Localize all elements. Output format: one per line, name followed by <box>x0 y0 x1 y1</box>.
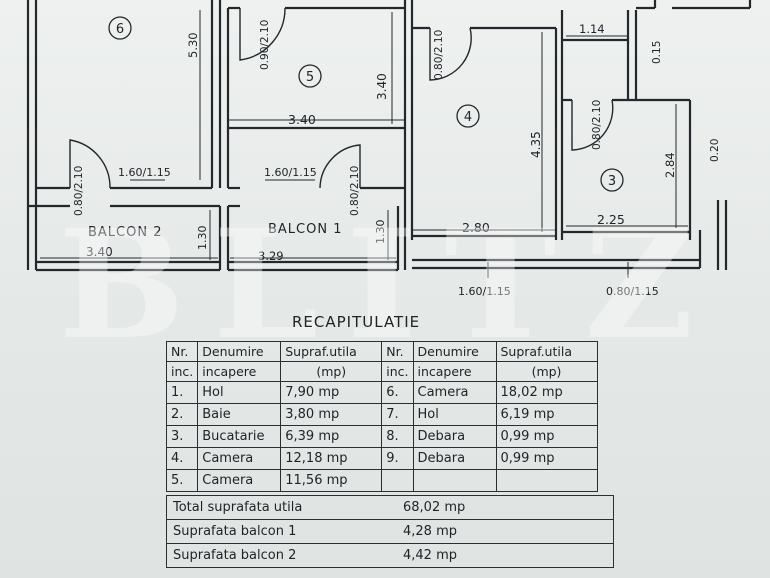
row-nr: 1. <box>165 381 199 404</box>
dim-2-84: 2.84 <box>663 152 677 178</box>
dim-0-15: 0.15 <box>651 41 663 64</box>
row-area: 12,18 mp <box>280 447 383 470</box>
row-area: 0,99 mp <box>495 425 598 448</box>
dim-2-25: 2.25 <box>597 212 625 227</box>
dimension-lines <box>40 10 688 278</box>
header-area-right: Supraf.utila <box>495 341 598 362</box>
row-name: Bucatarie <box>197 425 282 448</box>
row-name: Camera <box>197 469 282 492</box>
table-row: 5. Camera 11,56 mp <box>165 469 598 492</box>
header-inc-right: inc. <box>381 361 414 382</box>
floor-plan-drawing: 6 5 4 3 BALCON 2 BALCON 1 5.30 0.90/2.10… <box>26 0 752 298</box>
header-area: Supraf.utila <box>280 341 383 362</box>
dim-4-35: 4.35 <box>529 131 543 158</box>
header-name: Denumire <box>197 341 282 362</box>
dim-window-r5: 1.60/1.15 <box>264 166 317 179</box>
row-nr: 5. <box>165 469 199 492</box>
dim-2-80: 2.80 <box>462 220 490 235</box>
dim-door-balcon-2: 0.80/2.10 <box>73 166 85 216</box>
total-value: 68,02 mp <box>403 500 466 515</box>
row-area: 7,90 mp <box>280 381 383 404</box>
room-3-circle <box>600 168 624 192</box>
dim-1-30-balcon-1: 1.30 <box>374 220 387 245</box>
room-number-6: 6 <box>116 22 124 37</box>
row-area: 6,39 mp <box>280 425 383 448</box>
row-nr: 6. <box>381 381 414 404</box>
dim-window-r4: 1.60/1.15 <box>458 285 511 298</box>
room-number-4: 4 <box>464 110 472 125</box>
header-inc: inc. <box>165 361 199 382</box>
total-row: Suprafata balcon 1 4,28 mp <box>166 520 614 544</box>
row-nr: 4. <box>165 447 199 470</box>
header-nr: Nr. <box>165 341 199 362</box>
dim-door-r5: 0.90/2.10 <box>259 20 271 70</box>
total-row: Total suprafata utila 68,02 mp <box>166 495 614 520</box>
room-4-circle <box>456 104 480 128</box>
header-mp: (mp) <box>280 361 383 382</box>
header-incapere: incapere <box>197 361 282 382</box>
balcony-1-label: BALCON 1 <box>268 222 343 237</box>
dim-5-30: 5.30 <box>186 32 200 58</box>
room-6-circle <box>108 16 132 40</box>
table-row: 2. Baie 3,80 mp 7. Hol 6,19 mp <box>165 403 598 426</box>
table-header-row: Nr. Denumire Supraf.utila Nr. Denumire S… <box>165 341 598 362</box>
row-nr: 2. <box>165 403 199 426</box>
row-area: 3,80 mp <box>280 403 383 426</box>
room-5-circle <box>298 64 322 88</box>
row-name: Debara <box>412 447 497 470</box>
row-area: 18,02 mp <box>495 381 598 404</box>
header-nr-right: Nr. <box>381 341 414 362</box>
row-area: 6,19 mp <box>495 403 598 426</box>
row-name: Baie <box>197 403 282 426</box>
empty-cell <box>495 469 598 492</box>
empty-cell <box>412 469 497 492</box>
balcony-2-label: BALCON 2 <box>88 225 163 240</box>
row-name: Debara <box>412 425 497 448</box>
table-row: 4. Camera 12,18 mp 9. Debara 0,99 mp <box>165 447 598 470</box>
table-header-row-2: inc. incapere (mp) inc. incapere (mp) <box>165 361 598 382</box>
dim-3-40-balcon-2: 3.40 <box>86 245 113 259</box>
row-area: 11,56 mp <box>280 469 383 492</box>
dim-window-r6: 1.60/1.15 <box>118 166 171 179</box>
dim-door-balcon-1: 0.80/2.10 <box>349 166 361 216</box>
dim-3-29: 3.29 <box>258 249 284 263</box>
row-name: Hol <box>197 381 282 404</box>
recap-table: Nr. Denumire Supraf.utila Nr. Denumire S… <box>165 341 598 492</box>
dim-1-14: 1.14 <box>579 22 605 36</box>
room-number-3: 3 <box>608 174 616 189</box>
row-nr: 3. <box>165 425 199 448</box>
row-name: Camera <box>197 447 282 470</box>
dim-door-r4: 0.80/2.10 <box>433 30 445 80</box>
row-nr: 7. <box>381 403 414 426</box>
dim-window-r3: 0.80/1.15 <box>606 285 659 298</box>
recap-title: RECAPITULATIE <box>292 313 421 331</box>
dim-door-r3: 0.80/2.10 <box>591 100 603 150</box>
total-value: 4,28 mp <box>403 524 457 539</box>
row-nr: 9. <box>381 447 414 470</box>
totals-block: Total suprafata utila 68,02 mp Suprafata… <box>166 495 614 568</box>
dim-0-20: 0.20 <box>709 139 721 162</box>
row-name: Camera <box>412 381 497 404</box>
header-name-right: Denumire <box>412 341 497 362</box>
total-value: 4,42 mp <box>403 548 457 563</box>
total-label: Suprafata balcon 2 <box>173 548 297 563</box>
header-mp-right: (mp) <box>495 361 598 382</box>
table-row: 1. Hol 7,90 mp 6. Camera 18,02 mp <box>165 381 598 404</box>
total-label: Suprafata balcon 1 <box>173 524 297 539</box>
dim-3-40-r5-vertical: 3.40 <box>375 73 389 100</box>
total-label: Total suprafata utila <box>173 500 303 515</box>
room-number-5: 5 <box>306 70 314 85</box>
dim-3-40-r5: 3.40 <box>288 112 316 127</box>
row-area: 0,99 mp <box>495 447 598 470</box>
dim-1-30-balcon-2: 1.30 <box>196 226 209 251</box>
door-swings <box>69 7 614 189</box>
row-name: Hol <box>412 403 497 426</box>
table-row: 3. Bucatarie 6,39 mp 8. Debara 0,99 mp <box>165 425 598 448</box>
row-nr: 8. <box>381 425 414 448</box>
total-row: Suprafata balcon 2 4,42 mp <box>166 544 614 568</box>
empty-cell <box>381 469 414 492</box>
walls <box>26 0 752 272</box>
header-incapere-right: incapere <box>412 361 497 382</box>
